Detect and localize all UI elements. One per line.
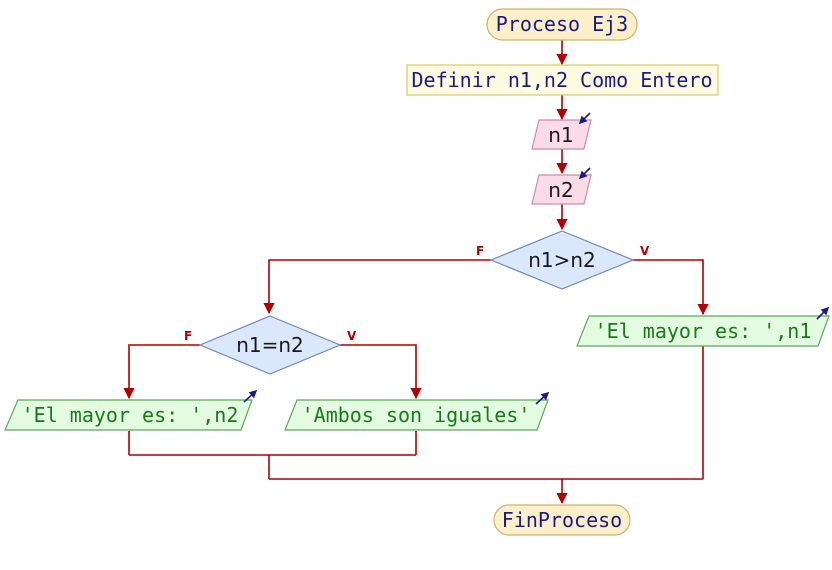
decision-outer: n1>n2 F V (476, 230, 650, 290)
output-equal-label: 'Ambos son iguales' (302, 403, 531, 427)
edge-outer-false (263, 259, 491, 315)
arrow-out-icon (243, 389, 258, 403)
decision-inner: n1=n2 F V (184, 315, 357, 375)
define-node: Definir n1,n2 Como Entero (406, 64, 719, 96)
decision-inner-true: V (347, 329, 357, 343)
end-label: FinProceso (502, 508, 622, 532)
define-label: Definir n1,n2 Como Entero (411, 68, 712, 92)
arrow-out-icon (535, 391, 550, 405)
end-terminal: FinProceso (493, 504, 631, 536)
edges (123, 40, 709, 505)
arrow-out-icon (816, 306, 830, 320)
input-n1-label: n1 (548, 123, 573, 147)
output-n2: 'El mayor es: ',n2 (4, 389, 258, 431)
output-n1-label: 'El mayor es: ',n1 (595, 319, 812, 343)
arrow-in-icon (578, 112, 591, 125)
output-n1: 'El mayor es: ',n1 (576, 306, 830, 347)
edge-outer-true (633, 259, 709, 316)
output-n2-label: 'El mayor es: ',n2 (22, 403, 239, 427)
decision-outer-false: F (476, 244, 484, 258)
edge-inner-true (340, 344, 422, 400)
input-n2: n2 (531, 167, 592, 205)
start-label: Proceso Ej3 (496, 12, 628, 36)
output-equal: 'Ambos son iguales' (284, 391, 550, 431)
decision-outer-true: V (640, 244, 650, 258)
decision-inner-false: F (184, 329, 192, 343)
input-n1: n1 (531, 112, 592, 150)
edge-inner-false (123, 344, 200, 400)
decision-outer-label: n1>n2 (528, 248, 596, 272)
start-terminal: Proceso Ej3 (486, 8, 638, 41)
decision-inner-label: n1=n2 (236, 333, 304, 357)
arrow-in-icon (578, 167, 591, 180)
input-n2-label: n2 (548, 178, 573, 202)
